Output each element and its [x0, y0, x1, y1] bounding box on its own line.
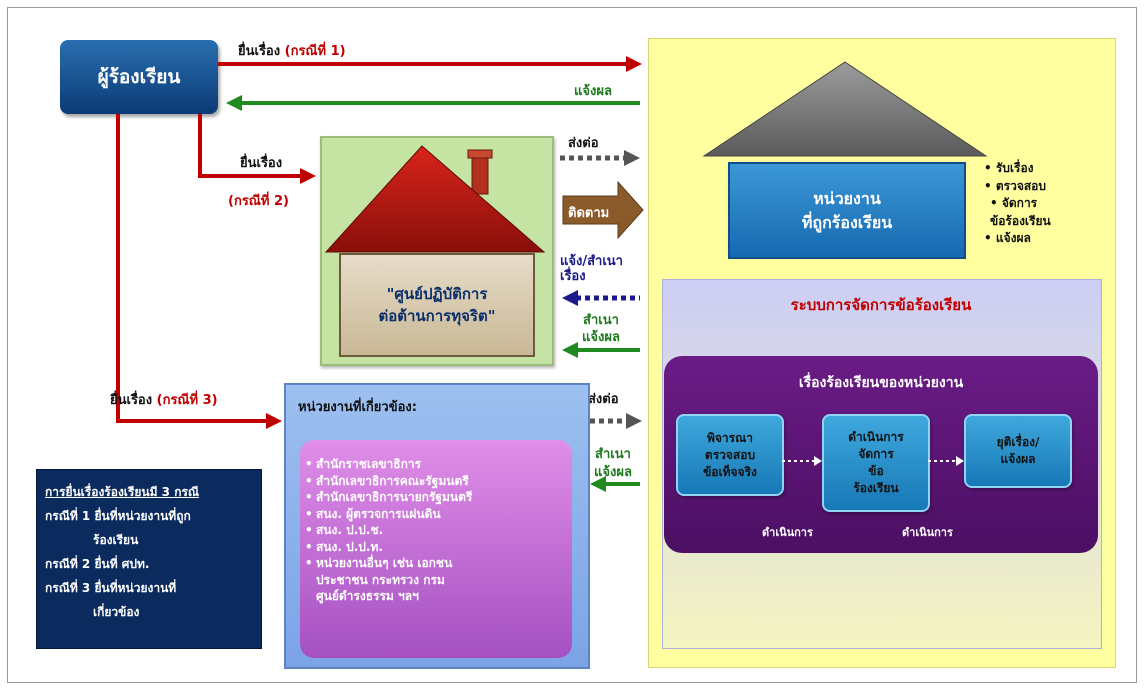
case3-text: (กรณีที่ 3): [156, 393, 218, 408]
list-item: สนง. ป.ป.ช.: [304, 522, 570, 539]
info-line: กรณีที่ 2 ยื่นที่ ศปท.: [45, 557, 150, 571]
case2-prefix: ยื่นเรื่อง: [240, 156, 283, 171]
center-name: "ศูนย์ปฏิบัติการ ต่อต้านการทุจริต": [339, 253, 535, 357]
agency-task: • ตรวจสอบ: [984, 178, 1047, 193]
forward-label: ส่งต่อ: [568, 136, 599, 151]
notify-copy-label: แจ้ง/สำเนา เรื่อง: [560, 254, 623, 284]
list-item: สนง. ผู้ตรวจการแผ่นดิน: [304, 506, 570, 523]
accused-agency-box: หน่วยงาน ที่ถูกร้องเรียน: [728, 162, 966, 259]
process-label: ดำเนินการ: [902, 526, 953, 539]
step-close: ยุติเรื่อง/ แจ้งผล: [964, 414, 1072, 488]
forward-label-2: ส่งต่อ: [588, 392, 619, 407]
copy-notify-label: สำเนา แจ้งผล: [582, 313, 620, 345]
case3-prefix: ยื่นเรื่อง: [110, 393, 153, 408]
agency-task: • รับเรื่อง: [984, 161, 1034, 175]
agency-complaints-title: เรื่องร้องเรียนของหน่วยงาน: [798, 375, 964, 391]
case2-text: (กรณีที่ 2): [228, 194, 289, 209]
complainant-box: ผู้ร้องเรียน: [60, 40, 218, 114]
step-investigate: พิจารณา ตรวจสอบ ข้อเท็จจริง: [676, 414, 784, 496]
case1-label: ยื่นเรื่อง (กรณีที่ 1): [238, 40, 346, 61]
house-roof: [324, 145, 546, 253]
agency-task: • แจ้งผล: [984, 231, 1031, 245]
info-line: ร้องเรียน: [93, 533, 139, 547]
follow-label: ติดตาม: [568, 206, 610, 221]
dotted-arrow-icon: [928, 456, 964, 466]
case1-prefix: ยื่นเรื่อง: [238, 44, 281, 59]
list-item: สำนักเลขาธิการคณะรัฐมนตรี: [304, 473, 570, 490]
agency-task: ข้อร้องเรียน: [990, 213, 1051, 228]
info-line: กรณีที่ 3 ยื่นที่หน่วยงานที่: [45, 581, 177, 595]
dotted-arrow-icon: [782, 456, 822, 466]
info-line: เกี่ยวข้อง: [93, 605, 140, 619]
case3-label: ยื่นเรื่อง (กรณีที่ 3): [110, 389, 218, 410]
notify-back-label: แจ้งผล: [574, 84, 612, 99]
list-item: สำนักราชเลขาธิการ: [304, 456, 570, 473]
list-item: สนง. ป.ป.ท.: [304, 539, 570, 556]
list-item: หน่วยงานอื่นๆ เช่น เอกชน ประชาชน กระทรวง…: [304, 555, 570, 605]
cases-info-box: การยื่นเรื่องร้องเรียนมี 3 กรณี กรณีที่ …: [36, 469, 262, 649]
system-title: ระบบการจัดการข้อร้องเรียน: [790, 296, 972, 314]
agency-task: • จัดการ: [990, 196, 1038, 210]
copy-notify-label-2: สำเนา แจ้งผล: [594, 447, 632, 480]
related-agencies-list: สำนักราชเลขาธิการ สำนักเลขาธิการคณะรัฐมน…: [304, 456, 570, 605]
agency-task-list: • รับเรื่อง • ตรวจสอบ • จัดการ ข้อร้องเร…: [984, 160, 1102, 248]
list-item: สำนักเลขาธิการนายกรัฐมนตรี: [304, 489, 570, 506]
process-label: ดำเนินการ: [762, 526, 813, 539]
related-agencies-title: หน่วยงานที่เกี่ยวข้อง:: [298, 400, 417, 415]
step-handle: ดำเนินการ จัดการ ข้อ ร้องเรียน: [822, 414, 930, 512]
info-line: กรณีที่ 1 ยื่นที่หน่วยงานที่ถูก: [45, 509, 191, 523]
agency-roof: [702, 61, 988, 157]
case1-text: (กรณีที่ 1): [284, 44, 346, 59]
info-title: การยื่นเรื่องร้องเรียนมี 3 กรณี: [45, 485, 200, 499]
